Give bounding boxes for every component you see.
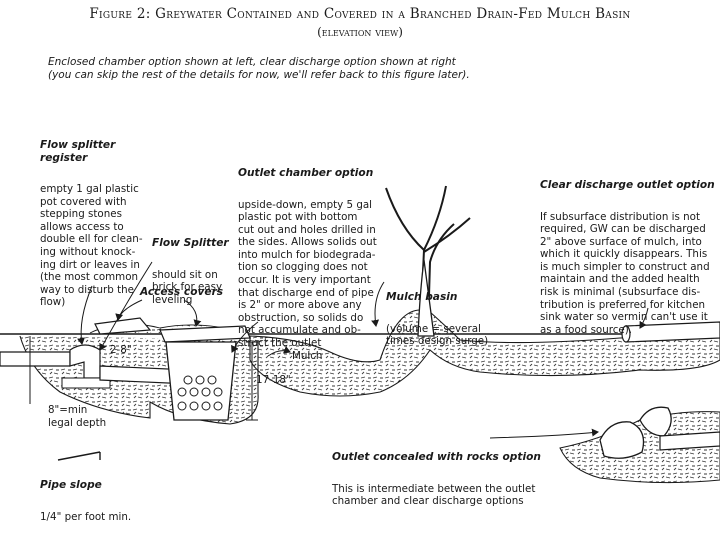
- figure-subtitle: (elevation view): [317, 25, 403, 39]
- splitter-brick: [61, 377, 111, 389]
- flow-splitter-register-heading: Flow splitter register: [40, 139, 116, 164]
- inlet-pipe: [0, 351, 71, 367]
- mulch-basin-note: Mulch basin (volume = several times desi…: [386, 272, 506, 367]
- flow-splitter-text: should sit on brick for easy leveling: [152, 268, 223, 306]
- flow-splitter-heading: Flow Splitter: [152, 237, 229, 249]
- access-cover-right: [159, 325, 251, 343]
- tree-trunk: [417, 259, 435, 337]
- rock-icon: [599, 421, 645, 459]
- outlet-chamber-text: upside-down, empty 5 gal plastic pot wit…: [238, 198, 377, 350]
- clear-discharge-heading: Clear discharge outlet option: [540, 179, 715, 191]
- discharge-pipe-end: [621, 325, 631, 343]
- dim-2-8-label: 2-8": [110, 344, 132, 356]
- intro-text: Enclosed chamber option shown at left, c…: [48, 56, 470, 81]
- legal-depth-label: 8"=min legal depth: [48, 404, 107, 429]
- diagram-canvas: Figure 2: Greywater Contained and Covere…: [0, 6, 720, 523]
- leader-arrows: [77, 261, 649, 439]
- mulch-basin-text: (volume = several times design surge): [386, 322, 489, 348]
- dim-17-18-label: 17-18": [256, 374, 291, 386]
- diagram-drawing: [0, 185, 720, 484]
- clear-discharge-text: If subsurface distribution is not requir…: [540, 210, 710, 336]
- pipe-slope-heading: Pipe slope: [40, 479, 102, 491]
- flow-splitter-register-text: empty 1 gal plastic pot covered with ste…: [40, 183, 143, 309]
- rocks-pipe: [659, 431, 720, 451]
- pot-holes: [177, 375, 223, 411]
- access-cover-left: [94, 317, 152, 335]
- access-covers-label: Access covers: [140, 286, 224, 298]
- mulch-basin: [249, 309, 720, 397]
- outlet-rocks-text: This is intermediate between the outlet …: [332, 482, 536, 508]
- mulch-label: Mulch: [292, 350, 323, 362]
- flow-splitter-register-note: Flow splitter register empty 1 gal plast…: [40, 120, 175, 328]
- outlet-chamber-heading: Outlet chamber option: [238, 167, 374, 179]
- outlet-rocks-note: Outlet concealed with rocks option This …: [332, 432, 562, 527]
- outlet-rocks-heading: Outlet concealed with rocks option: [332, 451, 541, 463]
- tree-icon: [385, 185, 471, 337]
- pipe-slope-symbol: [57, 451, 101, 461]
- figure-title: Figure 2: Greywater Contained and Covere…: [89, 6, 631, 22]
- outlet-chamber-note: Outlet chamber option upside-down, empty…: [238, 148, 413, 369]
- pipe-slope-note: Pipe slope 1/4" per foot min.: [40, 460, 170, 542]
- mulch-basin-heading: Mulch basin: [386, 291, 458, 303]
- outlet-chamber-pot: [165, 341, 237, 421]
- flow-splitter-double-ell: [69, 344, 101, 379]
- rock-icon-2: [639, 406, 672, 437]
- pipe-slope-text: 1/4" per foot min.: [40, 510, 132, 523]
- flow-splitter-note: Flow Splitter should sit on brick for ea…: [152, 218, 242, 325]
- clear-discharge-note: Clear discharge outlet option If subsurf…: [540, 160, 720, 355]
